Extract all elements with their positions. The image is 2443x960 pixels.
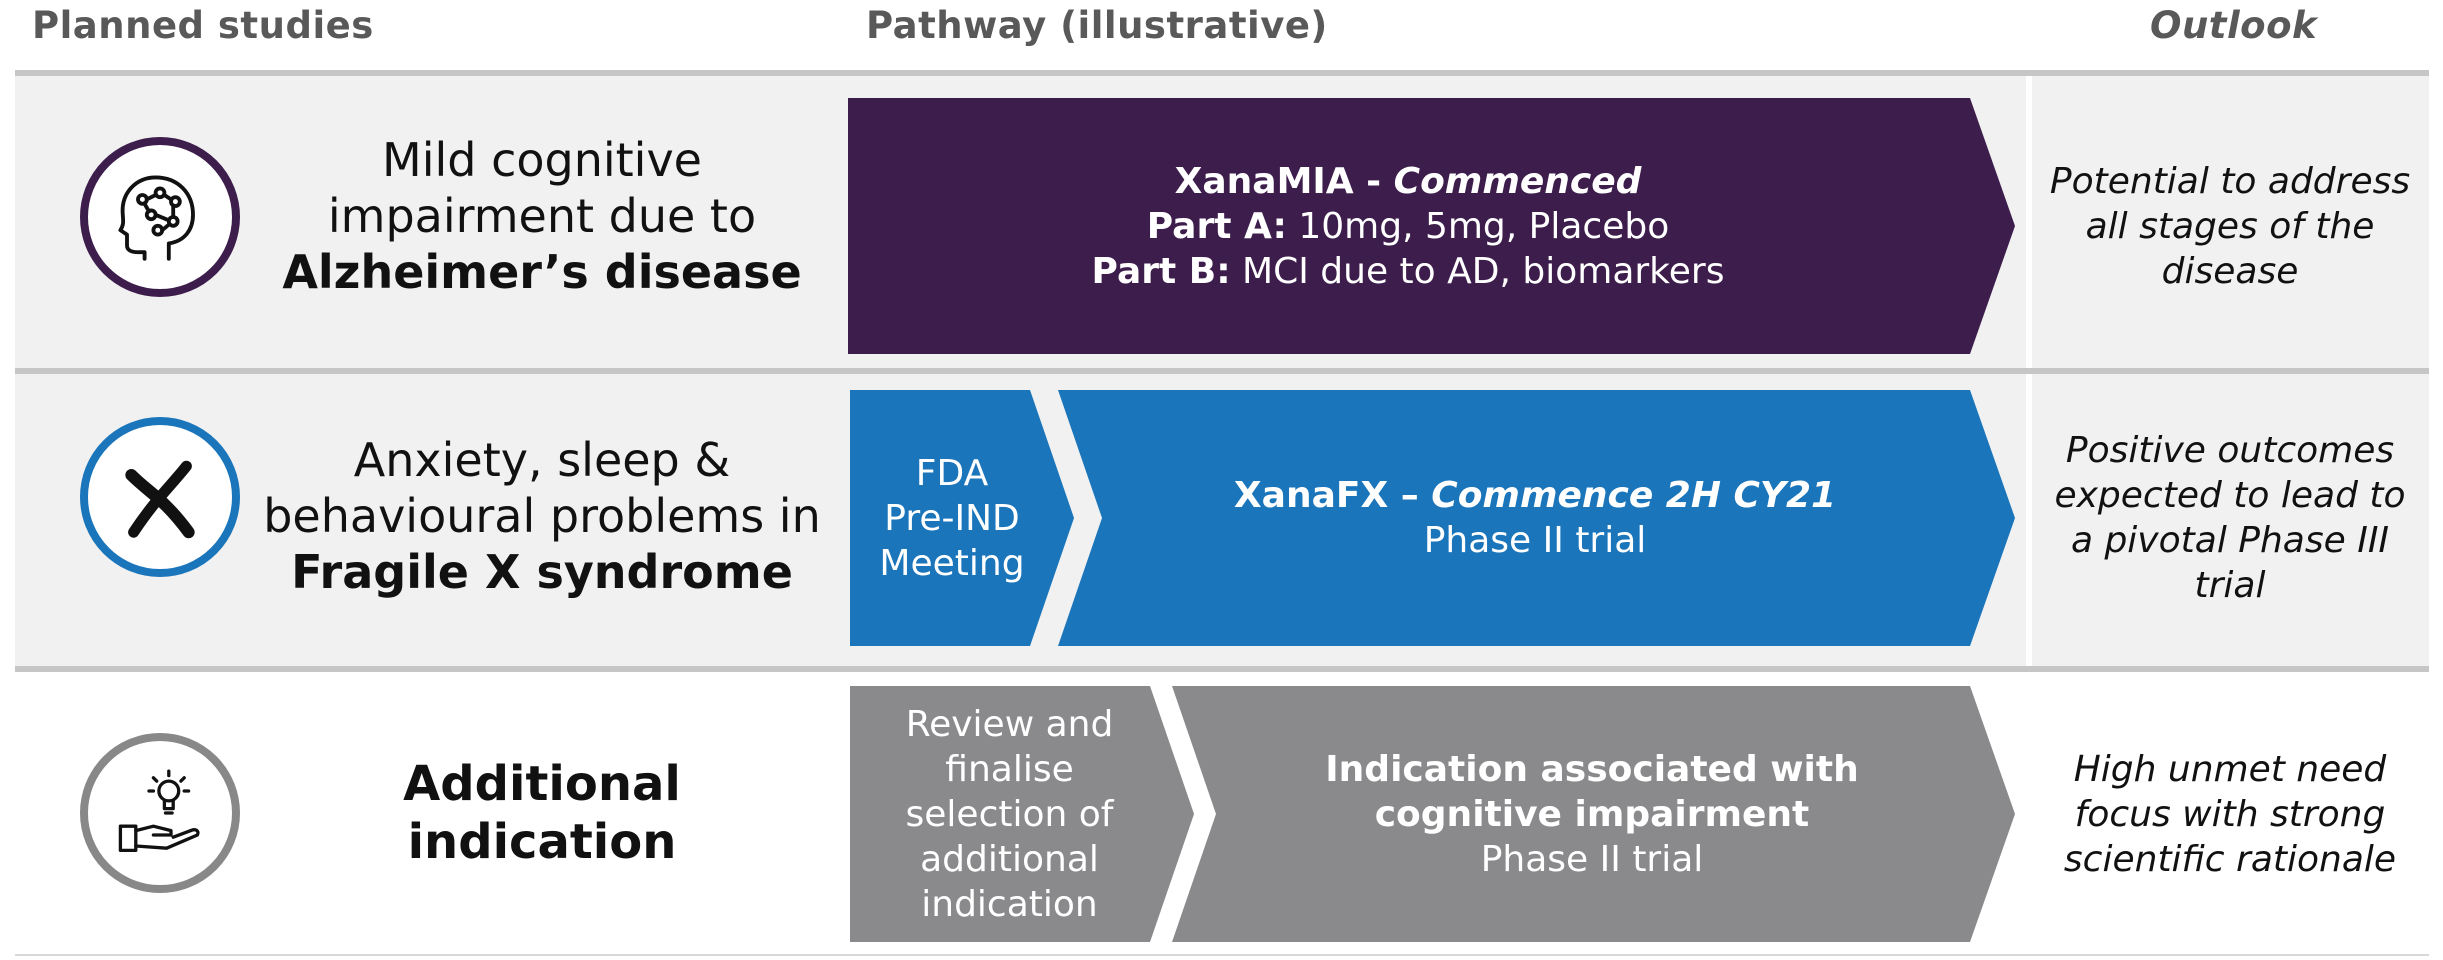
header-planned-studies: Planned studies [32,4,374,47]
header-pathway: Pathway (illustrative) [866,4,1328,47]
separator-2 [15,666,2429,672]
xanamia-part-b: Part B: MCI due to AD, biomarkers [1092,249,1725,294]
outlook-row-2: Positive outcomes expected to lead to a … [2045,390,2415,646]
indication-subtitle: Phase II trial [1480,838,1704,880]
part-a-text: 10mg, 5mg, Placebo [1286,205,1670,247]
review-step-label: Review and finalise selection of additio… [905,703,1114,925]
study-label-line-2: impairment due to [327,189,757,243]
study-label-alzheimers: Mild cognitive impairment due to Alzheim… [262,132,822,300]
xanafx-name: XanaFX – [1233,475,1432,516]
study-label-line-1: Mild cognitive [382,133,702,187]
xanamia-name: XanaMIA - [1174,160,1394,202]
xanamia-part-a: Part A: 10mg, 5mg, Placebo [1147,204,1670,249]
fda-pre-ind-label: FDA Pre-IND Meeting [879,452,1025,584]
study-label-line-1: Anxiety, sleep & [353,433,731,487]
separator-1 [15,368,2429,374]
xanamia-text: XanaMIA - Commenced Part A: 10mg, 5mg, P… [848,98,1968,354]
fda-pre-ind-arrow [850,390,1074,646]
part-b-text: MCI due to AD, biomarkers [1230,250,1725,292]
study-label-additional: Additional indication [262,755,822,871]
study-label-bold: Additional indication [403,756,681,870]
header-outlook: Outlook [2150,4,2318,47]
outlook-text: High unmet need focus with strong scient… [2063,748,2397,880]
part-a-label: Part A: [1146,205,1287,247]
outlook-row-3: High unmet need focus with strong scient… [2045,686,2415,942]
outlook-row-1: Potential to address all stages of the d… [2045,98,2415,354]
xanafx-text: XanaFX – Commence 2H CY21 Phase II trial [1100,390,1970,646]
xanamia-title: XanaMIA - Commenced [1175,159,1642,204]
part-b-label: Part B: [1091,250,1231,292]
xanamia-status: Commenced [1393,160,1642,202]
fda-pre-ind-text: FDA Pre-IND Meeting [862,390,1042,646]
outlook-divider-2 [2026,374,2032,666]
xanafx-subtitle: Phase II trial [1423,520,1647,561]
xanafx-arrow [1058,390,2015,646]
review-step-arrow [850,686,1194,942]
indication-text: Indication associated with cognitive imp… [1214,686,1970,942]
separator-bottom [15,954,2429,956]
outlook-text: Potential to address all stages of the d… [2049,160,2411,292]
xanafx-status: Commence 2H CY21 [1431,475,1837,516]
hand-lightbulb-icon [80,733,240,893]
outlook-divider-1 [2026,76,2032,368]
indication-title: Indication associated with cognitive imp… [1325,748,1859,835]
study-label-fragile-x: Anxiety, sleep & behavioural problems in… [262,432,822,600]
xanamia-arrow [848,98,2015,354]
separator-top [15,70,2429,76]
chromosome-icon [80,417,240,577]
indication-arrow [1172,686,2015,942]
brain-head-icon [80,137,240,297]
study-label-bold: Fragile X syndrome [291,545,793,599]
xanafx-title: XanaFX – Commence 2H CY21 [1234,473,1836,518]
study-label-line-2: behavioural problems in [263,489,821,543]
study-label-bold: Alzheimer’s disease [282,245,802,299]
review-step-text: Review and finalise selection of additio… [862,686,1157,942]
outlook-text: Positive outcomes expected to lead to a … [2054,430,2406,606]
